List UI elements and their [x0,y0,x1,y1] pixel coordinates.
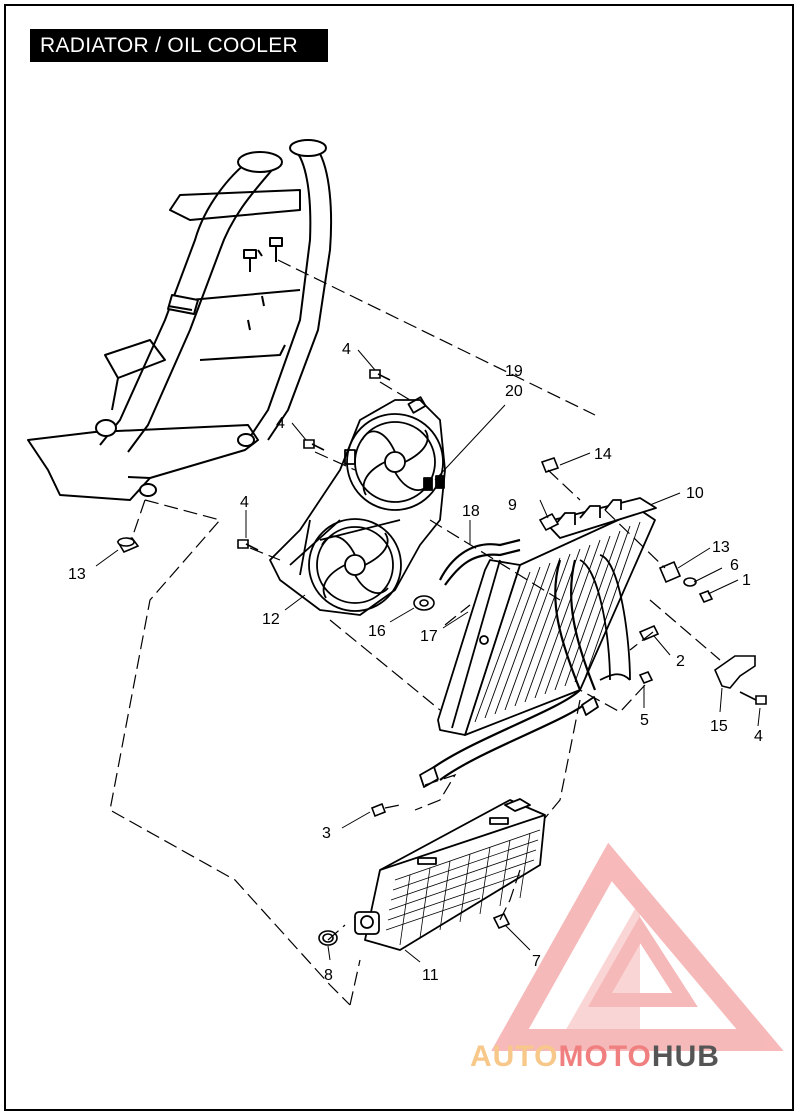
fan-assembly [269,396,446,616]
motorcycle-frame [27,139,333,501]
callout-18: 18 [462,503,480,520]
callout-7: 7 [532,953,541,970]
callout-20: 20 [505,383,523,400]
callout-12: 12 [262,611,280,628]
diagram-frame [4,4,794,1111]
leader-lines [95,349,761,963]
page-title: RADIATOR / OIL COOLER [30,29,328,62]
callout-15: 15 [710,718,728,735]
hardware [116,369,767,946]
callout-5: 5 [640,712,649,729]
callout-10: 10 [686,485,704,502]
watermark-part-auto: AUTO [470,1040,558,1073]
callout-13-right: 13 [712,539,730,556]
callout-2: 2 [676,653,685,670]
callout-9: 9 [508,497,517,514]
callout-8: 8 [324,967,333,984]
callout-4-right: 4 [754,728,763,745]
assembly-lines [109,259,721,1006]
callout-3: 3 [322,825,331,842]
radiator [419,497,657,788]
watermark-text: AUTOMOTOHUB [470,1040,720,1073]
callout-11: 11 [422,967,439,984]
callout-17: 17 [420,628,438,645]
callout-1: 1 [742,572,751,589]
callout-4-top: 4 [342,341,351,358]
callout-19: 19 [505,363,523,380]
watermark-part-moto: MOTO [558,1040,651,1073]
watermark-logo [491,842,784,1051]
watermark-part-hub: HUB [652,1040,720,1073]
oil-cooler [354,798,546,951]
callout-16: 16 [368,623,386,640]
callout-labels: 4 4 4 13 19 20 14 9 10 18 13 6 1 12 16 1… [68,341,763,984]
callout-4-lower: 4 [240,494,249,511]
callout-13-left: 13 [68,566,86,583]
callout-14: 14 [594,446,612,463]
callout-4-middle: 4 [276,415,285,432]
callout-6: 6 [730,557,739,574]
